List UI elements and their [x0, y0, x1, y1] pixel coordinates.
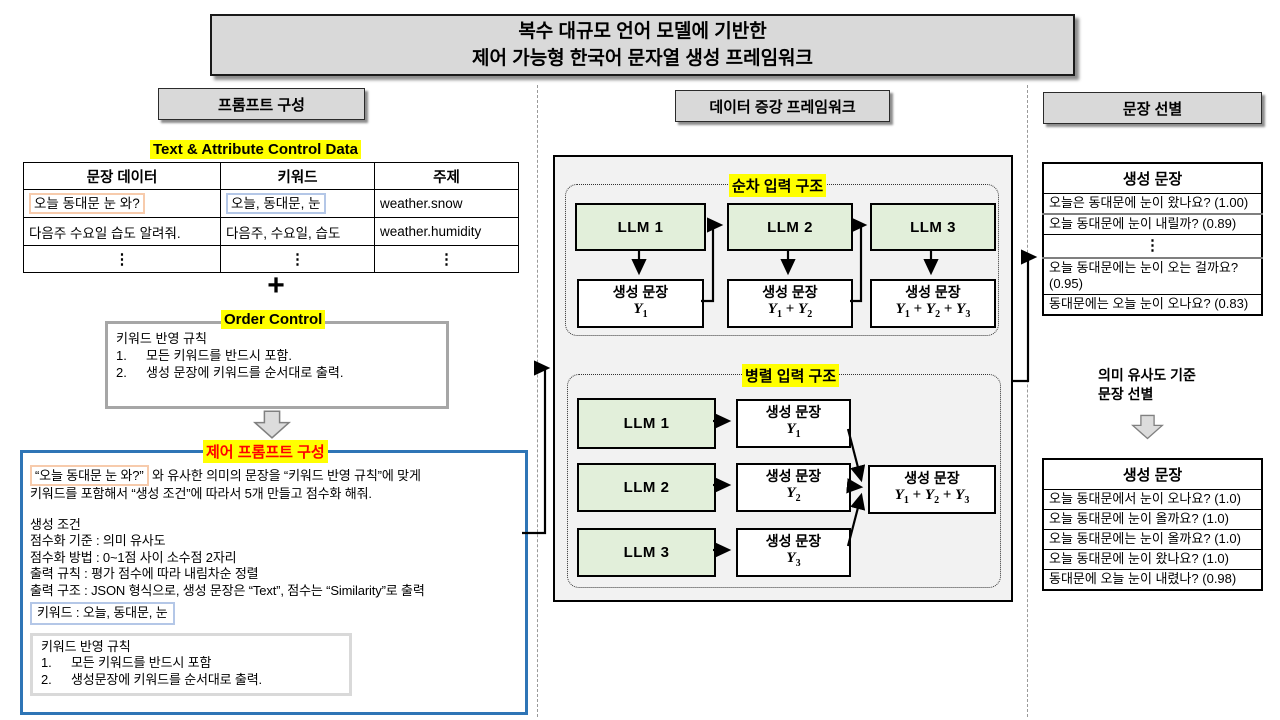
generated-sentence-box-p-y1: 생성 문장 Y1 — [736, 399, 851, 448]
source-sentence-tag: 오늘 동대문 눈 와? — [29, 193, 145, 214]
table-row: 오늘 동대문에 눈이 내릴까? (0.89) — [1043, 214, 1262, 235]
table-row: 오늘은 동대문에 눈이 왔나요? (1.00) — [1043, 193, 1262, 215]
table-row: 오늘 동대문에 눈이 올까요? (1.0) — [1043, 509, 1262, 530]
column-divider-right — [1027, 85, 1028, 717]
semantic-selection-label: 의미 유사도 기준 문장 선별 — [1098, 367, 1196, 402]
generated-sentences-table-2: 생성 문장 오늘 동대문에서 눈이 오나요? (1.0) 오늘 동대문에 눈이 … — [1042, 458, 1263, 591]
table-ellipsis-row: ⋮ ⋮ ⋮ — [23, 245, 519, 273]
down-arrow-icon — [252, 410, 292, 444]
llm-3-box-sequential: LLM 3 — [870, 203, 996, 251]
topic-cell: weather.humidity — [374, 217, 519, 246]
table-row: 오늘 동대문에는 눈이 올까요? (1.0) — [1043, 529, 1262, 550]
llm-1-box-sequential: LLM 1 — [575, 203, 706, 251]
similarity-score: (0.83) — [1214, 296, 1249, 311]
order-rule-2: 2. 생성 문장에 키워드를 순서대로 출력. — [116, 365, 344, 380]
table-row: 동대문에는 오늘 눈이 오나요? (0.83) — [1043, 294, 1262, 316]
table-row: 오늘 동대문에 눈이 왔나요? (1.0) — [1043, 549, 1262, 570]
selection-panel-header: 문장 선별 — [1043, 92, 1262, 124]
table-row: 오늘 동대문 눈 와? 오늘, 동대문, 눈 weather.snow — [23, 189, 519, 218]
parallel-structure-label: 병렬 입력 구조 — [742, 364, 840, 387]
page-title: 복수 대규모 언어 모델에 기반한 제어 가능형 한국어 문자열 생성 프레임워… — [210, 14, 1075, 76]
topic-cell: weather.snow — [374, 189, 519, 218]
condition-line: 점수화 기준 : 의미 유사도 — [30, 533, 166, 548]
condition-line: 출력 규칙 : 평가 점수에 따라 내림차순 정렬 — [30, 566, 259, 581]
generated-sentence-box-y1-y2-y3: 생성 문장 Y1 + Y2 + Y3 — [870, 279, 996, 328]
prompt-rules-title: 키워드 반영 규칙 — [41, 638, 131, 654]
generated-sentences-table-1: 생성 문장 오늘은 동대문에 눈이 왔나요? (1.00) 오늘 동대문에 눈이… — [1042, 162, 1263, 316]
table-row: 오늘 동대문에서 눈이 오나요? (1.0) — [1043, 489, 1262, 510]
sentence-cell: 다음주 수요일 습도 알려줘. — [23, 217, 221, 246]
prompt-rules-box: 키워드 반영 규칙 1. 모든 키워드를 반드시 포함 2. 생성문장에 키워드… — [30, 632, 352, 696]
control-prompt-label: 제어 프롬프트 구성 — [203, 440, 328, 463]
control-prompt-box: “오늘 동대문 눈 와?” 와 유사한 의미의 문장을 “키워드 반영 규칙”에… — [20, 450, 528, 715]
similarity-score: (1.0) — [1214, 491, 1241, 506]
keywords-tag: 오늘, 동대문, 눈 — [226, 193, 326, 214]
col-header-topic: 주제 — [374, 162, 519, 190]
condition-line: 점수화 방법 : 0~1점 사이 소수점 2자리 — [30, 549, 237, 565]
table-row: 다음주 수요일 습도 알려줘. 다음주, 수요일, 습도 weather.hum… — [23, 217, 519, 246]
control-data-table-header-row: 문장 데이터 키워드 주제 — [23, 162, 519, 190]
similarity-score: (0.98) — [1202, 571, 1237, 586]
generated-sentence-box-p-y3: 생성 문장 Y3 — [736, 528, 851, 577]
prompt-line-1: “오늘 동대문 눈 와?” 와 유사한 의미의 문장을 “키워드 반영 규칙”에… — [30, 465, 522, 486]
control-data-label: Text & Attribute Control Data — [150, 140, 361, 159]
similarity-score: (0.95) — [1049, 276, 1083, 291]
prompt-line-2: 키워드를 포함해서 “생성 조건”에 따라서 5개 만들고 점수화 해줘. — [30, 486, 372, 501]
similarity-score: (0.89) — [1202, 216, 1237, 231]
table-row: 오늘 동대문에는 눈이 오는 걸까요? (0.95) — [1043, 258, 1262, 295]
table1-header: 생성 문장 — [1122, 171, 1183, 188]
generated-sentence-box-y1: 생성 문장 Y1 — [577, 279, 704, 328]
condition-line: 출력 구조 : JSON 형식으로, 생성 문장은 “Text”, 점수는 “S… — [30, 582, 425, 598]
order-rules-title: 키워드 반영 규칙 — [116, 331, 207, 346]
sequential-structure-label: 순차 입력 구조 — [729, 174, 827, 197]
order-control-box: 키워드 반영 규칙 1. 모든 키워드를 반드시 포함. 2. 생성 문장에 키… — [105, 321, 449, 409]
title-line-2: 제어 가능형 한국어 문자열 생성 프레임워크 — [471, 48, 814, 69]
generated-sentence-box-combined: 생성 문장 Y1 + Y2 + Y3 — [868, 465, 996, 514]
similarity-score: (1.0) — [1202, 551, 1229, 566]
llm-2-box-parallel: LLM 2 — [577, 463, 716, 512]
similarity-score: (1.00) — [1214, 195, 1249, 210]
control-data-table: 문장 데이터 키워드 주제 오늘 동대문 눈 와? 오늘, 동대문, 눈 wea… — [23, 162, 519, 273]
augmentation-panel-header: 데이터 증강 프레임워크 — [675, 90, 890, 122]
generated-sentence-box-y1-y2: 생성 문장 Y1 + Y2 — [727, 279, 853, 328]
keywords-cell: 다음주, 수요일, 습도 — [220, 217, 375, 246]
col-header-keywords: 키워드 — [220, 162, 375, 190]
order-control-label: Order Control — [221, 310, 326, 329]
table-ellipsis-row: ⋮ — [1043, 234, 1262, 259]
table2-header: 생성 문장 — [1122, 467, 1183, 484]
plus-sign: + — [267, 269, 285, 302]
down-arrow-icon — [1130, 413, 1165, 446]
conditions-title: 생성 조건 — [30, 516, 81, 532]
generated-sentence-box-p-y2: 생성 문장 Y2 — [736, 463, 851, 512]
order-rule-1: 1. 모든 키워드를 반드시 포함. — [116, 348, 293, 363]
llm-2-box-sequential: LLM 2 — [727, 203, 853, 251]
prompt-rule-2: 2. 생성문장에 키워드를 순서대로 출력. — [41, 671, 262, 687]
left-panel-header: 프롬프트 구성 — [158, 88, 365, 120]
prompt-rule-1: 1. 모든 키워드를 반드시 포함 — [41, 655, 212, 670]
prompt-keywords-tag: 키워드 : 오늘, 동대문, 눈 — [30, 602, 175, 625]
llm-1-box-parallel: LLM 1 — [577, 398, 716, 449]
column-divider-left — [537, 85, 538, 717]
col-header-sentence: 문장 데이터 — [23, 162, 221, 190]
table-row: 동대문에 오늘 눈이 내렸나? (0.98) — [1043, 569, 1262, 591]
quoted-sentence-tag: “오늘 동대문 눈 와?” — [30, 465, 149, 486]
title-line-1: 복수 대규모 언어 모델에 기반한 — [518, 21, 767, 42]
similarity-score: (1.0) — [1202, 511, 1229, 526]
similarity-score: (1.0) — [1214, 531, 1241, 546]
llm-3-box-parallel: LLM 3 — [577, 528, 716, 577]
